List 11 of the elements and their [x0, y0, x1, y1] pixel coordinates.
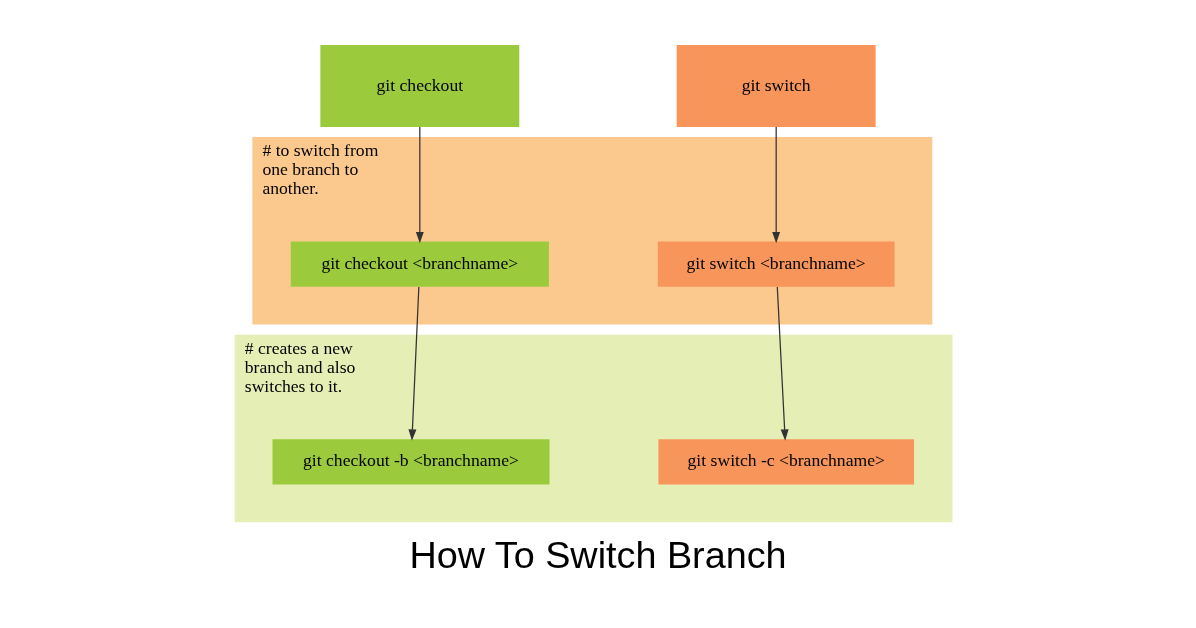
node-box: git switch -c <branchname>	[658, 438, 915, 484]
arrow	[408, 285, 420, 441]
arrow	[776, 285, 789, 441]
diagram-title: How To Switch Branch	[409, 533, 787, 576]
node-box: git switch	[676, 44, 876, 127]
arrow	[772, 125, 781, 243]
node-box: git switch <branchname>	[657, 240, 895, 287]
arrow	[415, 125, 424, 243]
node-box: git checkout <branchname>	[290, 240, 549, 287]
node-box: git checkout	[320, 44, 520, 127]
node-box: git checkout -b <branchname>	[272, 438, 550, 484]
